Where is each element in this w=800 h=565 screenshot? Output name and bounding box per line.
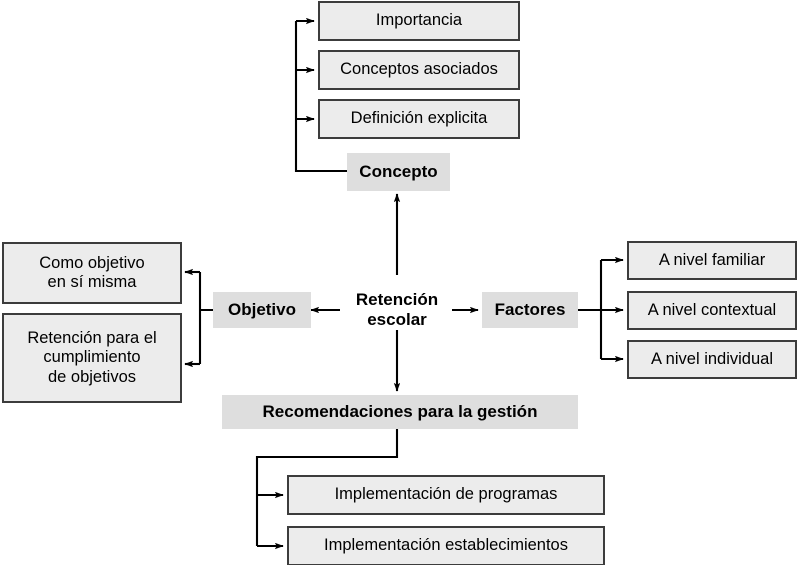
edge-objetivo-trunk bbox=[198, 272, 213, 364]
node-retencion-cumplimiento-objetivos-label: Retención para el cumplimiento de objeti… bbox=[27, 328, 157, 386]
node-conceptos-asociados[interactable]: Conceptos asociados bbox=[318, 50, 520, 90]
node-implementacion-establecimientos-label: Implementación establecimientos bbox=[324, 536, 568, 555]
node-center-label: Retención escolar bbox=[355, 289, 439, 329]
node-implementacion-establecimientos[interactable]: Implementación establecimientos bbox=[287, 526, 605, 565]
node-factores[interactable]: Factores bbox=[482, 292, 578, 328]
node-como-objetivo-en-si-misma-label: Como objetivo en sí misma bbox=[39, 253, 145, 291]
node-a-nivel-individual-label: A nivel individual bbox=[651, 349, 773, 368]
node-a-nivel-individual[interactable]: A nivel individual bbox=[627, 340, 797, 379]
edge-concepto-trunk bbox=[294, 21, 347, 173]
node-conceptos-asociados-label: Conceptos asociados bbox=[340, 60, 498, 79]
node-retencion-cumplimiento-objetivos[interactable]: Retención para el cumplimiento de objeti… bbox=[2, 313, 182, 403]
node-center-retencion-escolar[interactable]: Retención escolar bbox=[340, 284, 454, 336]
node-objetivo-label: Objetivo bbox=[227, 299, 296, 319]
node-a-nivel-contextual[interactable]: A nivel contextual bbox=[627, 291, 797, 330]
node-recomendaciones-gestion[interactable]: Recomendaciones para la gestión bbox=[222, 395, 578, 429]
node-importancia[interactable]: Importancia bbox=[318, 1, 520, 41]
node-definicion-explicita-label: Definición explicita bbox=[350, 109, 488, 128]
node-a-nivel-familiar[interactable]: A nivel familiar bbox=[627, 241, 797, 280]
node-recomendaciones-gestion-label: Recomendaciones para la gestión bbox=[262, 401, 538, 421]
node-objetivo[interactable]: Objetivo bbox=[213, 292, 311, 328]
node-implementacion-de-programas-label: Implementación de programas bbox=[334, 485, 558, 504]
node-factores-label: Factores bbox=[494, 299, 566, 319]
node-a-nivel-familiar-label: A nivel familiar bbox=[658, 250, 766, 269]
node-concepto-label: Concepto bbox=[359, 161, 438, 181]
node-importancia-label: Importancia bbox=[375, 11, 463, 30]
node-implementacion-de-programas[interactable]: Implementación de programas bbox=[287, 475, 605, 515]
node-definicion-explicita[interactable]: Definición explicita bbox=[318, 99, 520, 139]
node-a-nivel-contextual-label: A nivel contextual bbox=[647, 300, 777, 319]
node-concepto[interactable]: Concepto bbox=[347, 153, 450, 191]
node-como-objetivo-en-si-misma[interactable]: Como objetivo en sí misma bbox=[2, 242, 182, 304]
edge-factores-trunk bbox=[578, 260, 603, 359]
